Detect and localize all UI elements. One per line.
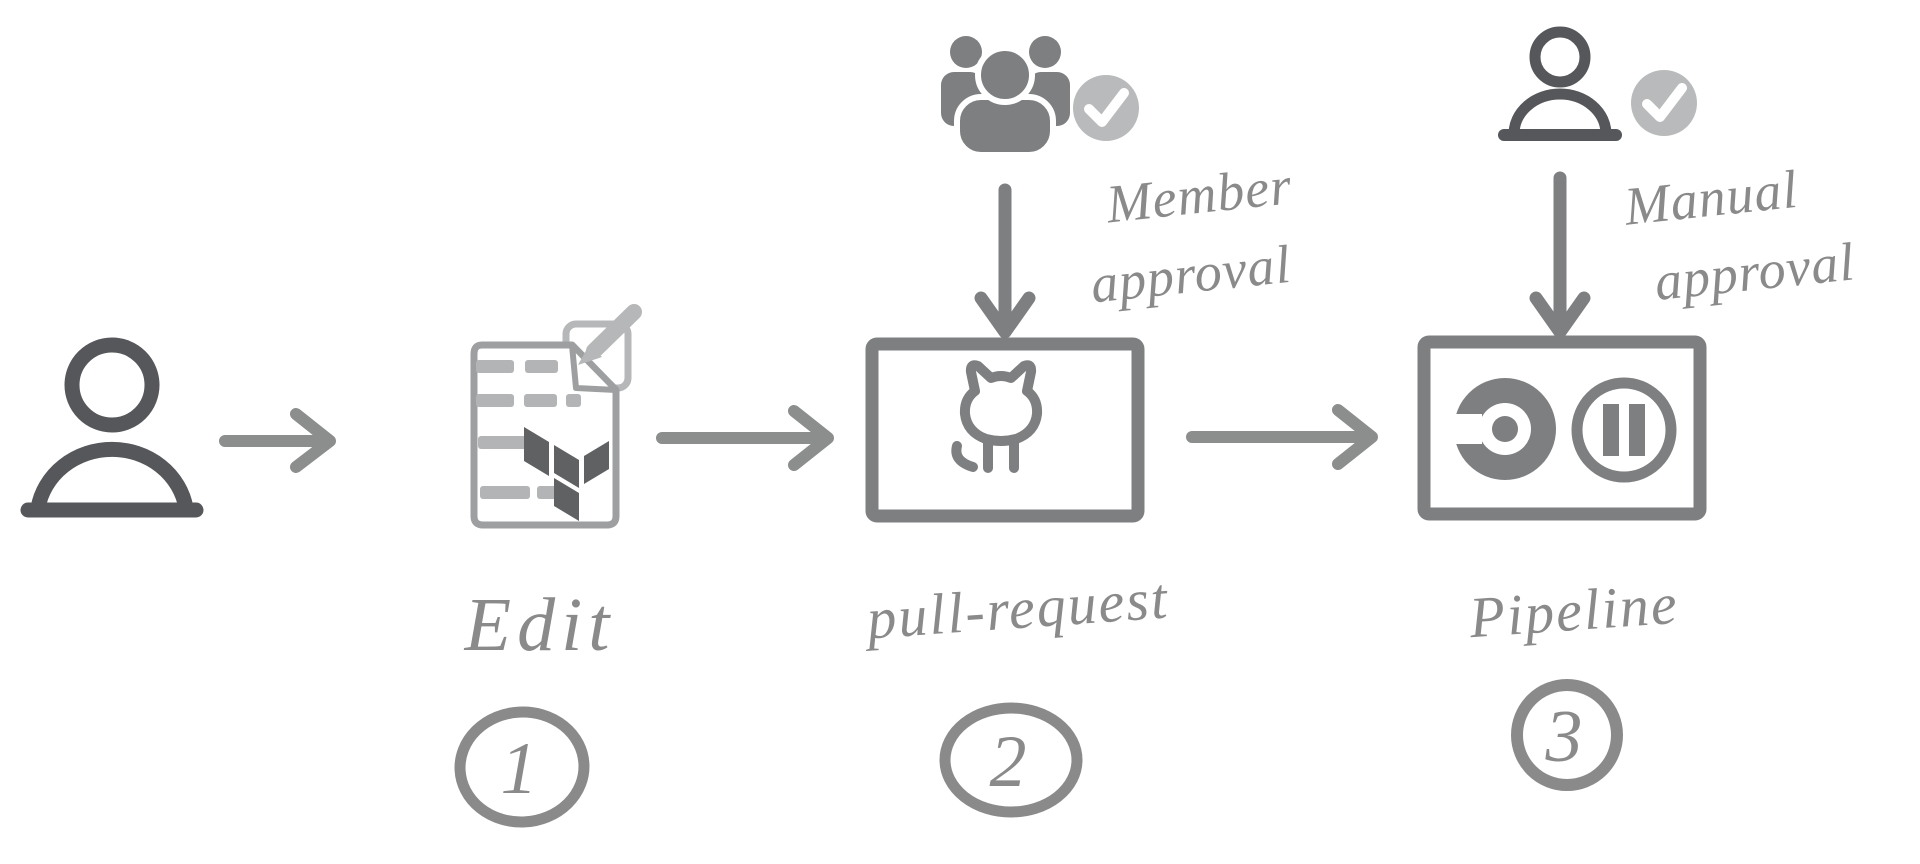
team-icon bbox=[941, 36, 1070, 158]
step-3-number: 3 bbox=[1545, 696, 1583, 778]
manual-approval-label-line2: approval bbox=[1652, 231, 1858, 312]
document-icon bbox=[470, 341, 620, 529]
terraform-file-edit-icon bbox=[470, 304, 642, 529]
pencil-icon bbox=[578, 304, 642, 365]
circleci-icon bbox=[1448, 378, 1556, 480]
arrow-down-icon bbox=[1529, 171, 1591, 339]
check-icon bbox=[1073, 75, 1139, 141]
member-approval-label-line1: Member bbox=[1103, 155, 1295, 234]
step-3-label: Pipeline bbox=[1466, 571, 1680, 651]
member-approval-label-line2: approval bbox=[1088, 234, 1294, 315]
arrow-down-icon bbox=[974, 183, 1036, 339]
step-2-number-badge bbox=[939, 702, 1083, 818]
step-1-number-badge bbox=[454, 706, 590, 828]
user-icon bbox=[1498, 26, 1622, 141]
manual-approval-label-line1: Manual bbox=[1621, 159, 1801, 237]
document-text-lines bbox=[476, 360, 581, 499]
arrow-right-icon bbox=[1186, 404, 1378, 470]
user-icon bbox=[20, 337, 204, 518]
step-2-number: 2 bbox=[990, 721, 1027, 803]
pipeline-box bbox=[1417, 335, 1707, 521]
github-octocat-icon bbox=[951, 360, 1043, 473]
terraform-logo-icon bbox=[524, 427, 609, 521]
step-1-label: Edit bbox=[464, 583, 616, 667]
step-1-number: 1 bbox=[501, 728, 538, 810]
check-icon bbox=[1631, 70, 1697, 136]
step-3-number-badge bbox=[1511, 679, 1623, 791]
pause-icon bbox=[1571, 377, 1677, 483]
step-2-label: pull-request bbox=[861, 566, 1171, 652]
arrow-right-icon bbox=[219, 408, 336, 473]
arrow-right-icon bbox=[656, 405, 834, 471]
github-box bbox=[865, 337, 1145, 523]
